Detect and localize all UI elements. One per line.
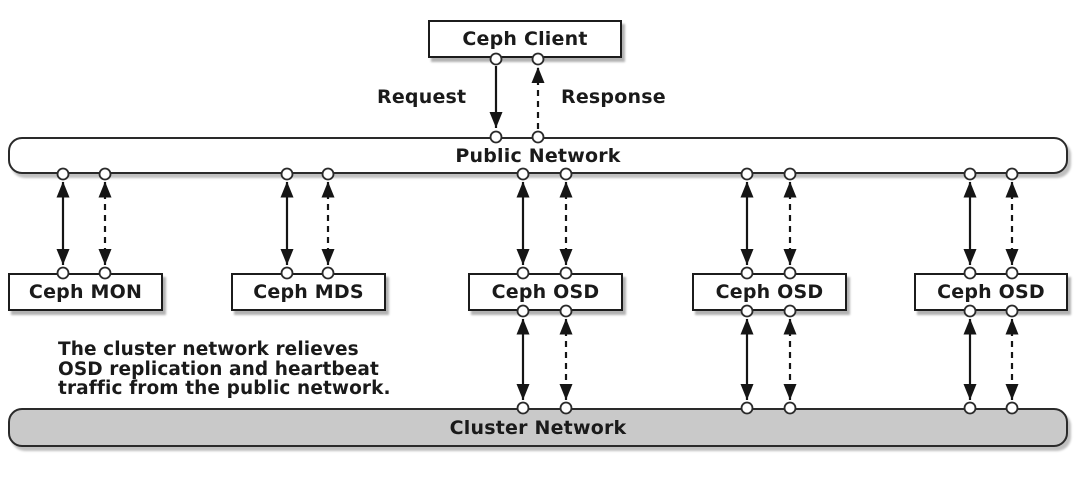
node-ceph-mds: Ceph MDS (231, 273, 386, 311)
node-ceph-osd-1: Ceph OSD (468, 273, 623, 311)
node-ceph-client: Ceph Client (428, 20, 622, 58)
cluster-network-annotation: The cluster network relieves OSD replica… (58, 340, 391, 399)
response-label: Response (561, 86, 666, 108)
ceph-mds-label: Ceph MDS (253, 281, 364, 303)
ceph-client-label: Ceph Client (462, 28, 588, 50)
annotation-line-3: traffic from the public network. (58, 378, 391, 399)
node-ceph-osd-3: Ceph OSD (914, 273, 1068, 311)
node-ceph-mon: Ceph MON (8, 273, 163, 311)
node-ceph-osd-2: Ceph OSD (692, 273, 847, 311)
ceph-osd-1-label: Ceph OSD (491, 281, 600, 303)
annotation-line-2: OSD replication and heartbeat (58, 358, 379, 380)
public-network-label: Public Network (455, 144, 621, 167)
ceph-osd-3-label: Ceph OSD (937, 281, 1045, 303)
ceph-osd-2-label: Ceph OSD (715, 281, 824, 303)
request-label: Request (377, 86, 467, 108)
public-network-bar: Public Network (8, 137, 1068, 174)
cluster-network-bar: Cluster Network (8, 408, 1068, 447)
cluster-network-label: Cluster Network (449, 416, 627, 439)
ceph-mon-label: Ceph MON (28, 281, 143, 303)
annotation-line-1: The cluster network relieves (58, 339, 359, 360)
